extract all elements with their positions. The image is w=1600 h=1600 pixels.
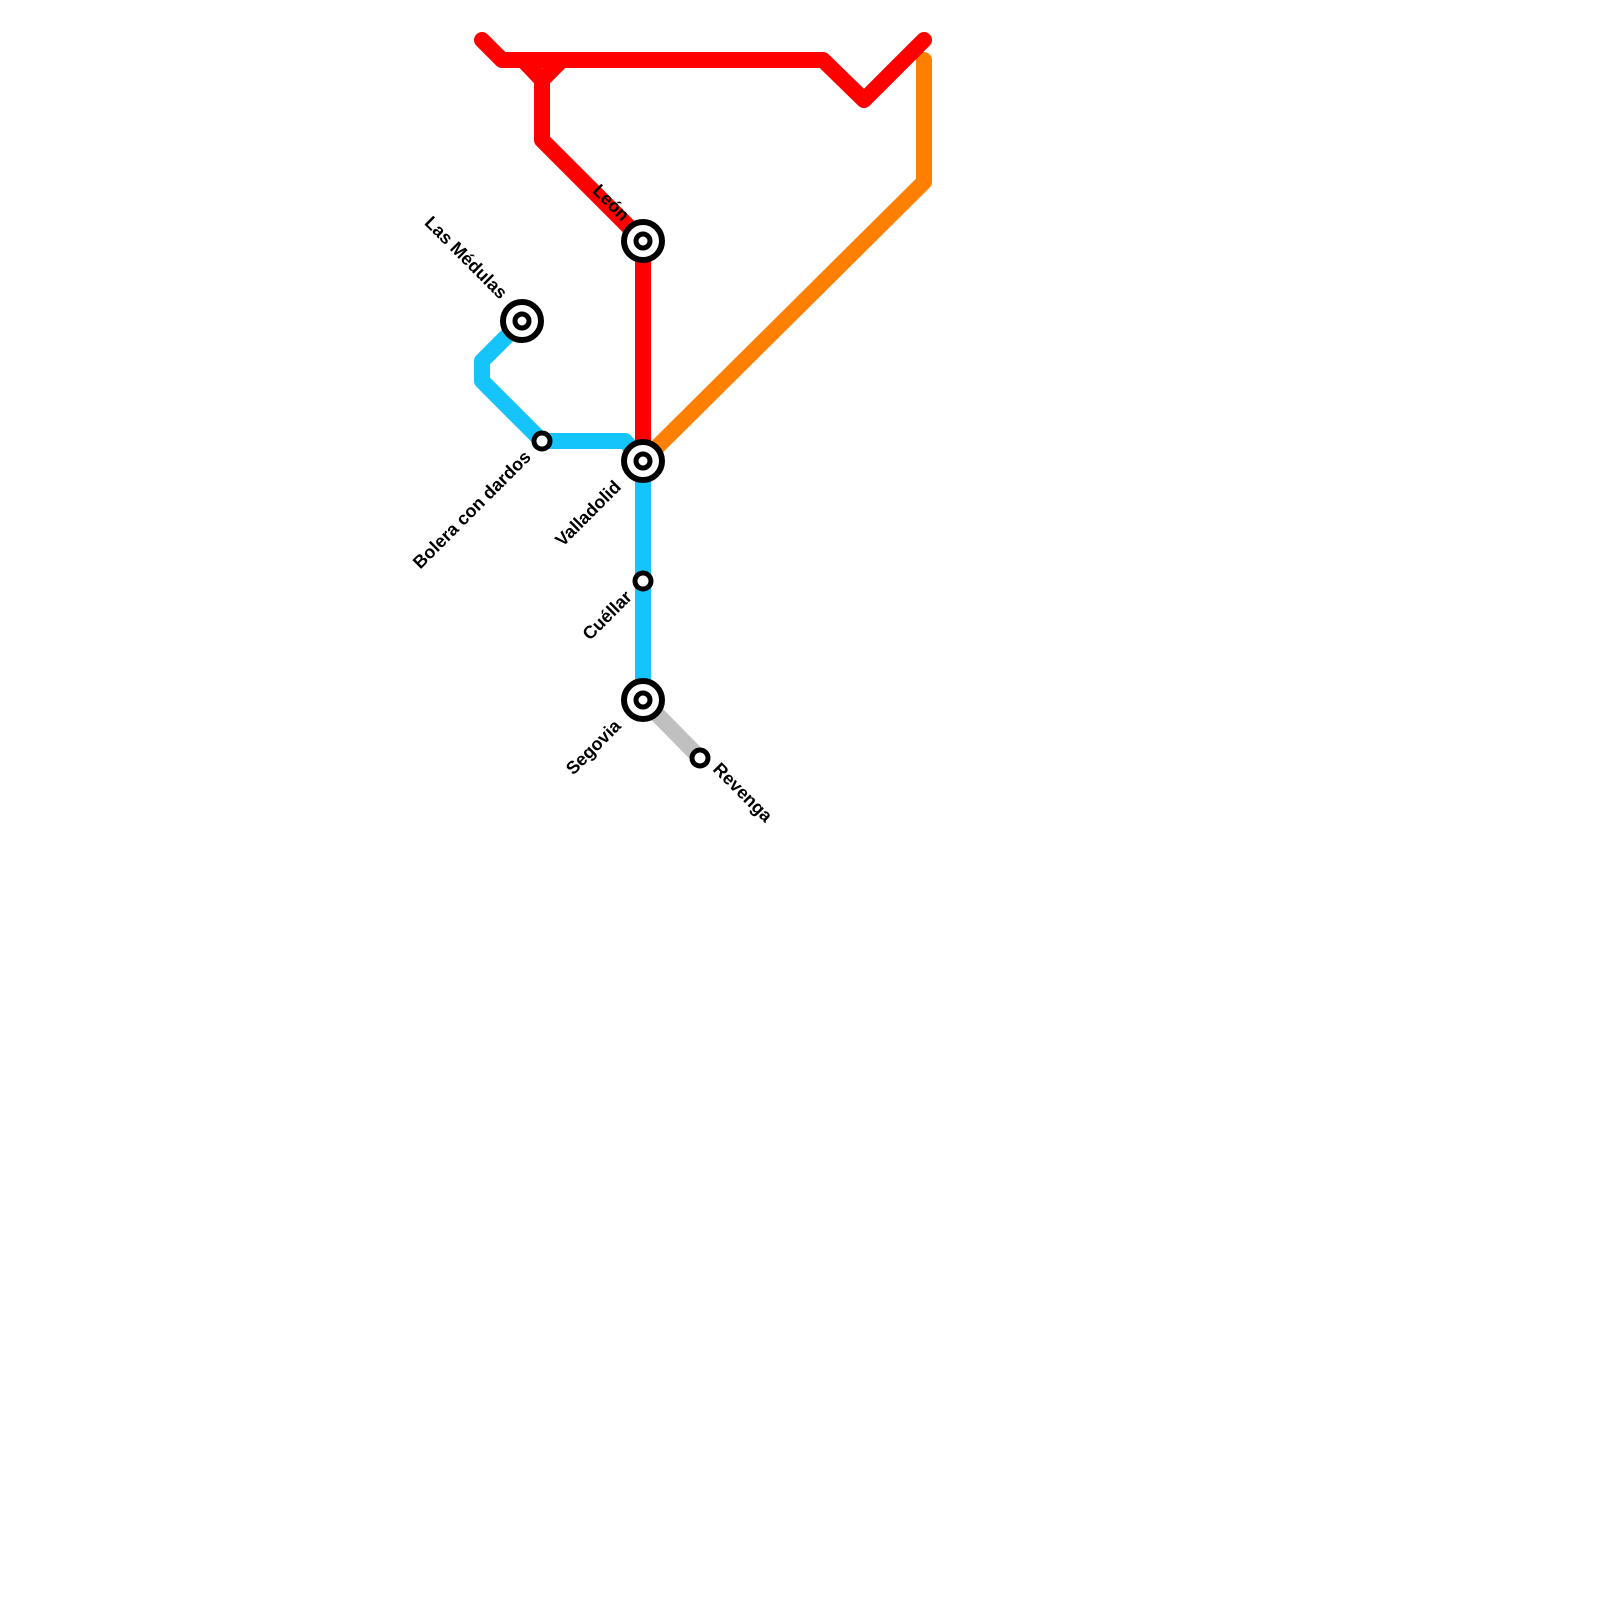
station-las-medulas[interactable]: Las Médulas <box>421 212 544 343</box>
red-line-stub <box>534 52 570 88</box>
red-line <box>474 32 932 108</box>
stop-marker-icon <box>689 747 711 769</box>
station-revenga[interactable]: Revenga <box>689 747 777 827</box>
cyan-line <box>474 313 651 708</box>
station-label: Bolera con dardos <box>409 447 535 573</box>
station-label: Segovia <box>562 715 626 779</box>
interchange-inner-ring-icon <box>633 231 653 251</box>
interchange-inner-ring-icon <box>633 690 653 710</box>
orange-line <box>635 52 932 469</box>
station-bolera-con-dardos[interactable]: Bolera con dardos <box>409 430 553 573</box>
station-label: Las Médulas <box>421 212 512 303</box>
stop-marker-icon <box>531 430 553 452</box>
station-segovia[interactable]: Segovia <box>562 678 665 779</box>
station-label: Revenga <box>709 759 777 827</box>
interchange-inner-ring-icon <box>512 311 532 331</box>
station-label: Cuéllar <box>579 587 636 644</box>
red-line-branch <box>515 52 651 469</box>
stop-marker-icon <box>632 570 654 592</box>
station-label: Valladolid <box>551 477 625 551</box>
interchange-inner-ring-icon <box>633 451 653 471</box>
